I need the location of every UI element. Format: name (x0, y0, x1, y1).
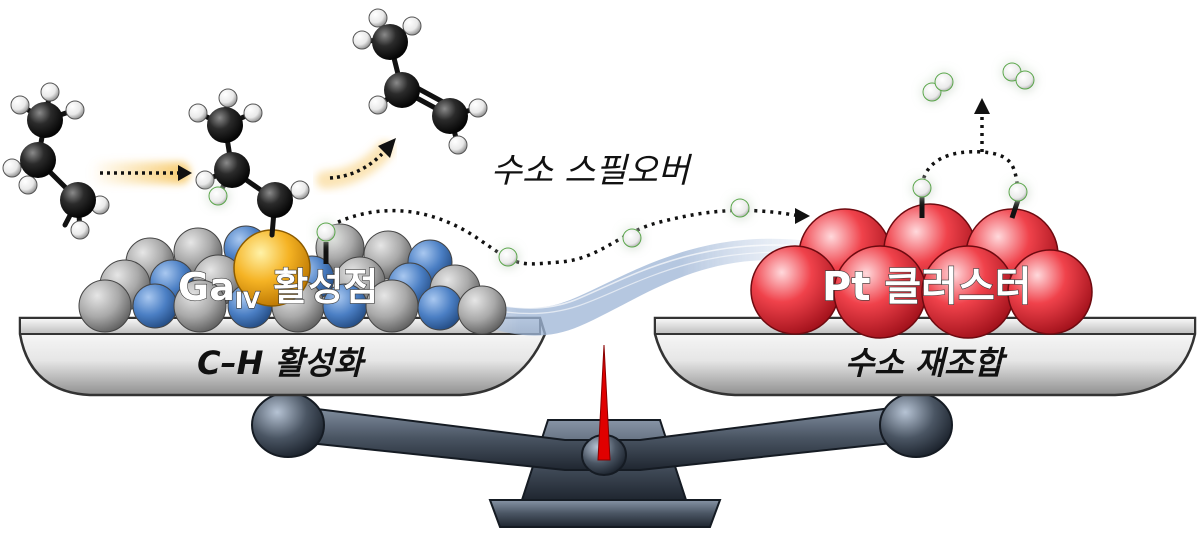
adsorbed-hydrogen (316, 222, 336, 242)
right-pan-label: 수소 재조합 (845, 344, 1008, 382)
desorption-arrow-icon (912, 98, 1028, 219)
adsorbed-propyl-molecule-icon (188, 88, 310, 238)
reaction-arrow-icon (316, 138, 396, 189)
pt-cluster-label: Pt 클러스터 (822, 264, 1032, 310)
left-pan-label: C–H 활성화 (197, 344, 366, 382)
reaction-arrow-icon (90, 162, 192, 184)
propylene-molecule-icon (352, 8, 488, 155)
right-beam-knob (879, 392, 953, 458)
pt-cluster (750, 203, 1093, 339)
ga-site-label: GaIV 활성점 (178, 265, 378, 314)
left-beam-knob (251, 392, 325, 458)
scale-needle (597, 344, 611, 461)
hydrogen-molecule-icon (922, 72, 954, 102)
scale-base (488, 499, 722, 528)
spillover-label: 수소 스필오버 (491, 151, 693, 191)
hydrogen-molecule-icon (1002, 62, 1035, 90)
spillover-path-arrow-icon (337, 198, 810, 267)
propane-molecule-icon (2, 82, 110, 240)
